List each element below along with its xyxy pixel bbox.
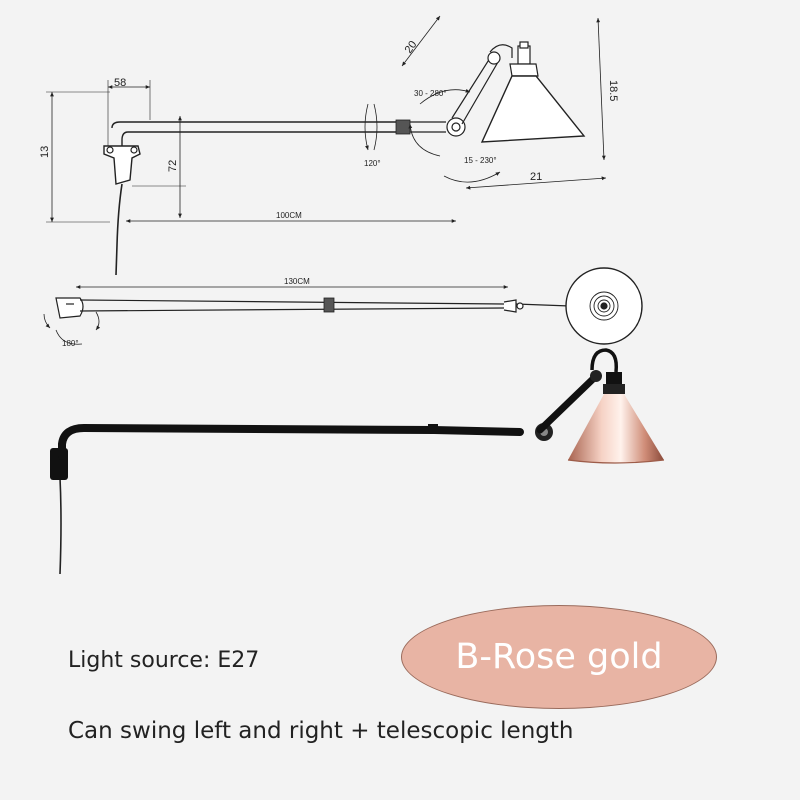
bracket-width-label: 58	[114, 77, 126, 89]
joint-rotation-label: 30 - 280°	[414, 89, 447, 98]
top-view-drawing	[43, 267, 643, 345]
base-rotation-label: 180°	[62, 339, 79, 348]
color-option-badge: B-Rose gold	[401, 605, 717, 709]
shade-hook	[590, 348, 619, 373]
max-length-label: 130CM	[284, 277, 310, 286]
shade-diameter-label: 21	[530, 171, 542, 183]
color-option-label: B-Rose gold	[455, 637, 663, 677]
arm-length-label: 100CM	[276, 211, 302, 220]
arm-rotation-label: 120°	[364, 159, 381, 168]
side-view-drawing	[46, 15, 607, 276]
light-source-text: Light source: E27	[68, 648, 260, 673]
rose-gold-shade	[568, 394, 664, 463]
shade-side-label: 20	[403, 39, 420, 56]
lamp-photo	[50, 348, 665, 575]
shade-height-label: 18.5	[607, 80, 619, 101]
side-view-dimension-labels: 58 13 72 100CM 120° 30 - 280° 15 - 230° …	[39, 39, 619, 220]
bracket-height-label: 13	[39, 146, 51, 158]
upper-arm	[536, 374, 598, 434]
shade-rotation-label: 15 - 230°	[464, 156, 497, 165]
lamp-arm	[58, 423, 524, 460]
drop-label: 72	[167, 160, 179, 172]
lamp-socket	[606, 372, 622, 386]
feature-description: Can swing left and right + telescopic le…	[68, 718, 574, 744]
top-view-dimension-labels: 130CM 180°	[62, 277, 310, 348]
power-cord	[59, 477, 62, 575]
